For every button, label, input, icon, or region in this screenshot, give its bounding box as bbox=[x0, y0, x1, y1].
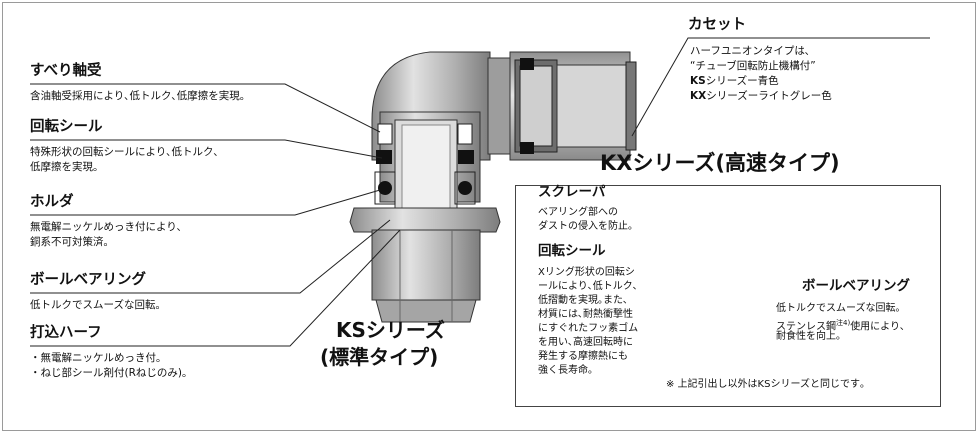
half-title: 打込ハーフ bbox=[30, 325, 102, 341]
kx-seal-title: 回転シール bbox=[538, 243, 606, 259]
kx-footnote: ※ 上記引出し以外はKSシリーズと同じです｡ bbox=[666, 379, 865, 390]
holder-desc-2: 銅系不可対策済｡ bbox=[30, 236, 109, 248]
half-desc-2: ・ねじ部シール剤付(Rねじのみ)｡ bbox=[30, 367, 188, 379]
kx-seal-desc-7: 発生する摩擦熱にも bbox=[538, 351, 628, 362]
kx-ball-desc-3: 耐食性を向上｡ bbox=[776, 331, 841, 342]
ball-title: ボールベアリング bbox=[30, 272, 146, 288]
ks-series-title-2: (標準タイプ) bbox=[320, 345, 439, 369]
seal-desc-1: 特殊形状の回転シールにより､低トルク､ bbox=[30, 146, 219, 158]
kx-seal-desc-3: 低摺動を実現｡また､ bbox=[538, 295, 628, 306]
kx-seal-desc-6: を用い､高速回転時に bbox=[538, 337, 633, 348]
kx-scraper-desc-1: ベアリング部への bbox=[538, 207, 618, 218]
cassette-kx-color: KXシリーズーライトグレー色 bbox=[690, 90, 832, 102]
seal-desc-2: 低摩擦を実現｡ bbox=[30, 161, 99, 173]
kx-seal-desc-5: にすぐれたフッ素ゴム bbox=[538, 323, 639, 334]
cassette-ks-color: KSシリーズー青色 bbox=[690, 75, 779, 87]
cassette-line-1: ハーフユニオンタイプは､ bbox=[690, 45, 811, 57]
ks-series-title-1: KSシリーズ bbox=[336, 318, 445, 342]
half-desc-1: ・無電解ニッケルめっき付｡ bbox=[30, 352, 162, 364]
holder-desc-1: 無電解ニッケルめっき付により､ bbox=[30, 221, 183, 233]
kx-ball-title: ボールベアリング bbox=[802, 278, 910, 294]
ball-desc: 低トルクでスムーズな回転｡ bbox=[30, 299, 161, 311]
kx-seal-desc-2: ールにより､低トルク､ bbox=[538, 281, 638, 292]
kx-seal-desc-1: Xリング形状の回転シ bbox=[538, 267, 635, 278]
kx-series-title: KXシリーズ(高速タイプ) bbox=[600, 151, 840, 175]
bearing-title: すべり軸受 bbox=[30, 63, 102, 79]
cassette-title: カセット bbox=[688, 17, 746, 33]
kx-seal-desc-8: 強く長寿命｡ bbox=[538, 365, 593, 376]
kx-seal-desc-4: 材質には､耐熱衝撃性 bbox=[538, 309, 633, 320]
ks-fitting-drawing bbox=[349, 51, 637, 323]
seal-title: 回転シール bbox=[30, 119, 103, 135]
bearing-desc: 含油軸受採用により､低トルク､低摩擦を実現｡ bbox=[30, 90, 246, 102]
kx-detail-box bbox=[515, 185, 941, 407]
kx-ball-desc-1: 低トルクでスムーズな回転｡ bbox=[776, 303, 901, 314]
kx-scraper-title: スクレーパ bbox=[538, 184, 606, 200]
kx-ball-desc-2: ステンレス鋼注4)使用により､ bbox=[776, 319, 905, 333]
kx-scraper-desc-2: ダストの侵入を防止｡ bbox=[538, 221, 633, 232]
holder-title: ホルダ bbox=[30, 194, 74, 210]
cassette-line-2: “チューブ回転防止機構付” bbox=[690, 60, 816, 72]
